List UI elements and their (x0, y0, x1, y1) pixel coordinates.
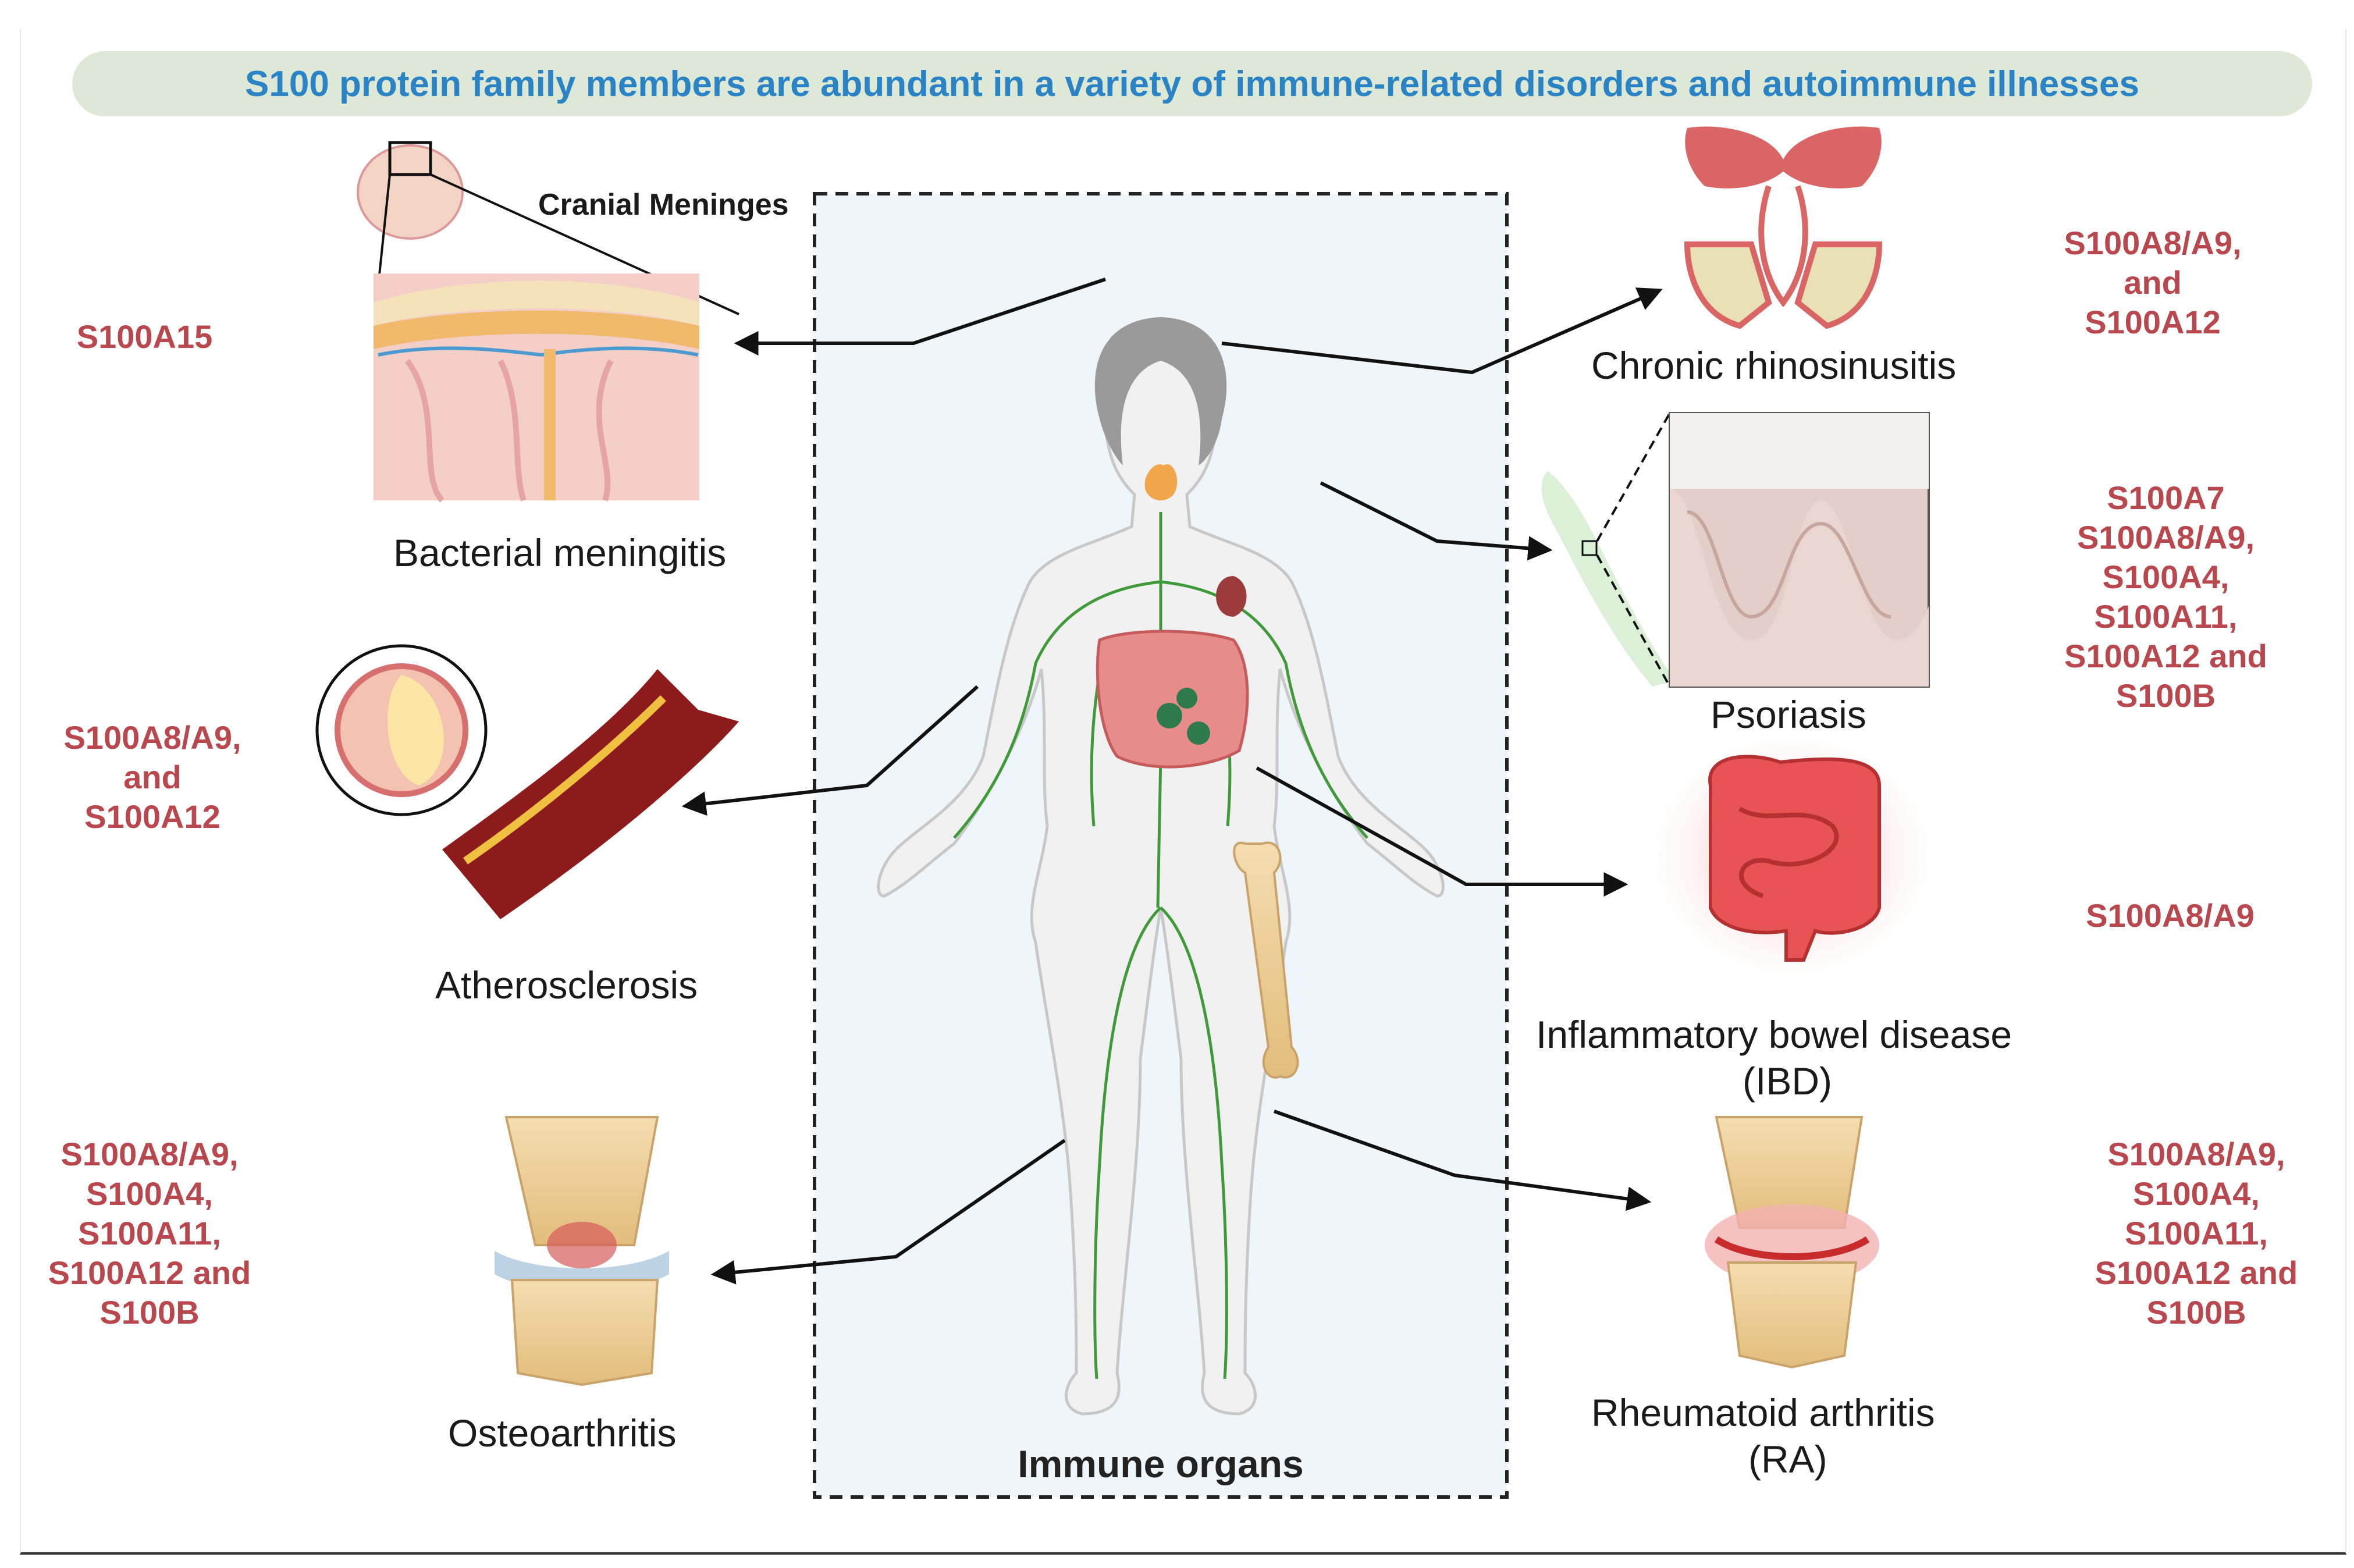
skin-layers-illustration (1541, 412, 1930, 688)
ibd-abbr: (IBD) (1743, 1059, 1832, 1103)
knee-osteoarthritis-illustration (495, 1116, 669, 1386)
immune-organs-label: Immune organs (1018, 1442, 1304, 1485)
connector-arrows (681, 278, 1663, 1285)
human-body-lymph-illustration (877, 317, 1445, 1416)
sinus-illustration (1684, 126, 1883, 329)
artery-plaque-illustration (315, 644, 739, 919)
banner-title: S100 protein family members are abundant… (72, 51, 2312, 116)
bacterial-meningitis-label: Bacterial meningitis (393, 531, 727, 574)
rheumatoid-arthritis-label: Rheumatoid arthritis (1591, 1391, 1935, 1434)
figure-frame (20, 29, 2346, 1555)
atherosclerosis-proteins: S100A8/A9, and S100A12 (63, 719, 241, 835)
ibd-proteins: S100A8/A9 (2086, 897, 2255, 934)
atherosclerosis-label: Atherosclerosis (435, 963, 698, 1007)
brain-meninges-illustration (357, 141, 739, 503)
bacterial-meningitis-proteins: S100A15 (76, 318, 213, 355)
ibd-label: Inflammatory bowel disease (1536, 1013, 2012, 1056)
rheumatoid-arthritis-abbr: (RA) (1748, 1438, 1827, 1481)
knee-ra-illustration (1705, 1116, 1879, 1369)
osteoarthritis-proteins: S100A8/A9, S100A4, S100A11, S100A12 and … (48, 1136, 251, 1331)
psoriasis-label: Psoriasis (1711, 693, 1866, 736)
osteoarthritis-label: Osteoarthritis (448, 1411, 677, 1455)
rheumatoid-arthritis-proteins: S100A8/A9, S100A4, S100A11, S100A12 and … (2095, 1136, 2298, 1331)
cranial-meninges-label: Cranial Meninges (538, 188, 789, 222)
psoriasis-proteins: S100A7 S100A8/A9, S100A4, S100A11, S100A… (2064, 479, 2267, 714)
colon-illustration (1658, 739, 1926, 972)
chronic-rhinosinusitis-proteins: S100A8/A9, and S100A12 (2064, 225, 2242, 340)
chronic-rhinosinusitis-label: Chronic rhinosinusitis (1591, 344, 1957, 387)
